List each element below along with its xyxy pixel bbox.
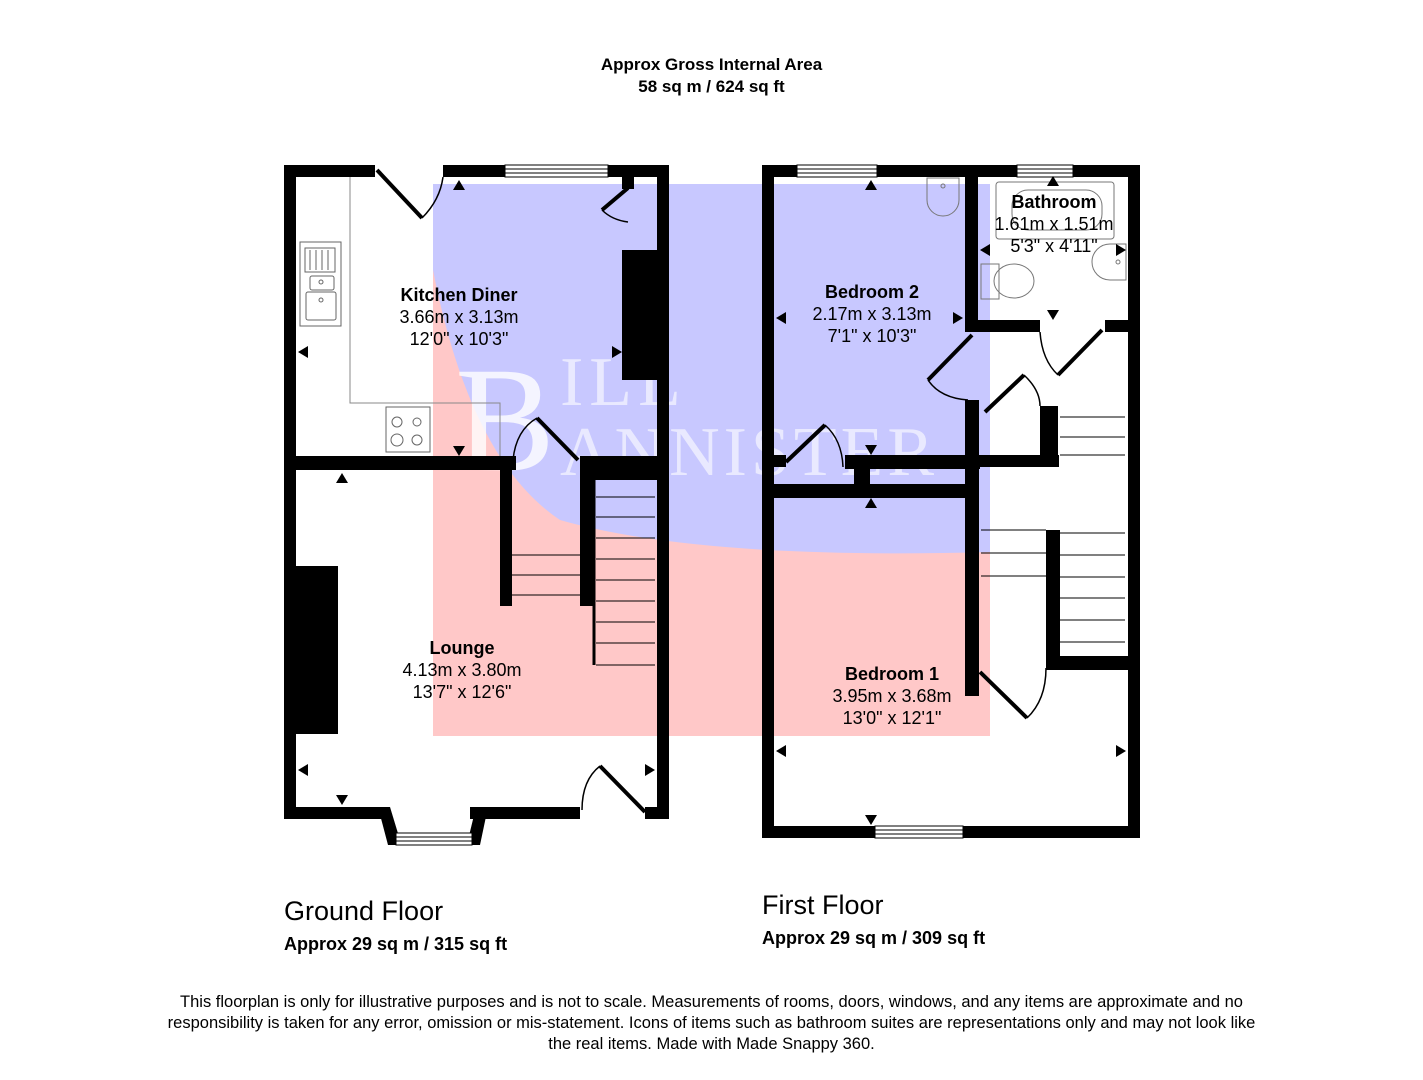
window-bathroom [1016, 164, 1074, 178]
room-name: Bedroom 1 [844, 664, 940, 684]
room-imperial: 13'7" x 12'6" [412, 682, 512, 702]
room-name: Lounge [429, 638, 495, 658]
first-floor-plan [762, 164, 1140, 839]
ground-floor-plan [284, 164, 669, 846]
room-label-bedroom-1: Bedroom 1 3.95m x 3.68m 13'0" x 12'1" [832, 663, 951, 729]
room-label-bedroom-2: Bedroom 2 2.17m x 3.13m 7'1" x 10'3" [812, 281, 931, 347]
gross-internal-area-header: Approx Gross Internal Area 58 sq m / 624… [0, 54, 1423, 98]
room-name: Kitchen Diner [400, 285, 518, 305]
sink-icon [299, 241, 342, 327]
floor-label-first: First Floor [762, 890, 884, 920]
room-name: Bathroom [1011, 192, 1097, 212]
room-imperial: 5'3" x 4'11" [1010, 236, 1098, 256]
window-lounge-bay [395, 832, 473, 846]
window-bedroom-2 [796, 164, 878, 178]
disclaimer-text: This floorplan is only for illustrative … [167, 993, 1256, 1053]
hob-icon [385, 406, 431, 453]
room-imperial: 13'0" x 12'1" [842, 708, 942, 728]
window-bedroom-1 [874, 825, 964, 839]
room-label-lounge: Lounge 4.13m x 3.80m 13'7" x 12'6" [402, 637, 521, 703]
room-metric: 3.95m x 3.68m [832, 686, 952, 706]
room-metric: 3.66m x 3.13m [399, 307, 519, 327]
floor-area-first: Approx 29 sq m / 309 sq ft [762, 928, 986, 948]
room-metric: 2.17m x 3.13m [812, 304, 932, 324]
room-label-kitchen-diner: Kitchen Diner 3.66m x 3.13m 12'0" x 10'3… [399, 284, 518, 350]
header-area: 58 sq m / 624 sq ft [638, 77, 785, 96]
floor-label-ground: Ground Floor [284, 896, 444, 926]
room-metric: 4.13m x 3.80m [402, 660, 522, 680]
basin-icon-bathroom [1091, 243, 1127, 281]
floor-area-ground: Approx 29 sq m / 315 sq ft [284, 934, 508, 954]
room-name: Bedroom 2 [824, 282, 920, 302]
room-imperial: 7'1" x 10'3" [827, 326, 917, 346]
header-title: Approx Gross Internal Area [600, 55, 823, 74]
basin-icon-bedroom-2 [926, 177, 960, 217]
room-metric: 1.61m x 1.51m [994, 214, 1114, 234]
toilet-icon [980, 263, 1035, 300]
room-imperial: 12'0" x 10'3" [409, 329, 509, 349]
room-label-bathroom: Bathroom 1.61m x 1.51m 5'3" x 4'11" [994, 191, 1113, 257]
window-kitchen [504, 164, 609, 178]
